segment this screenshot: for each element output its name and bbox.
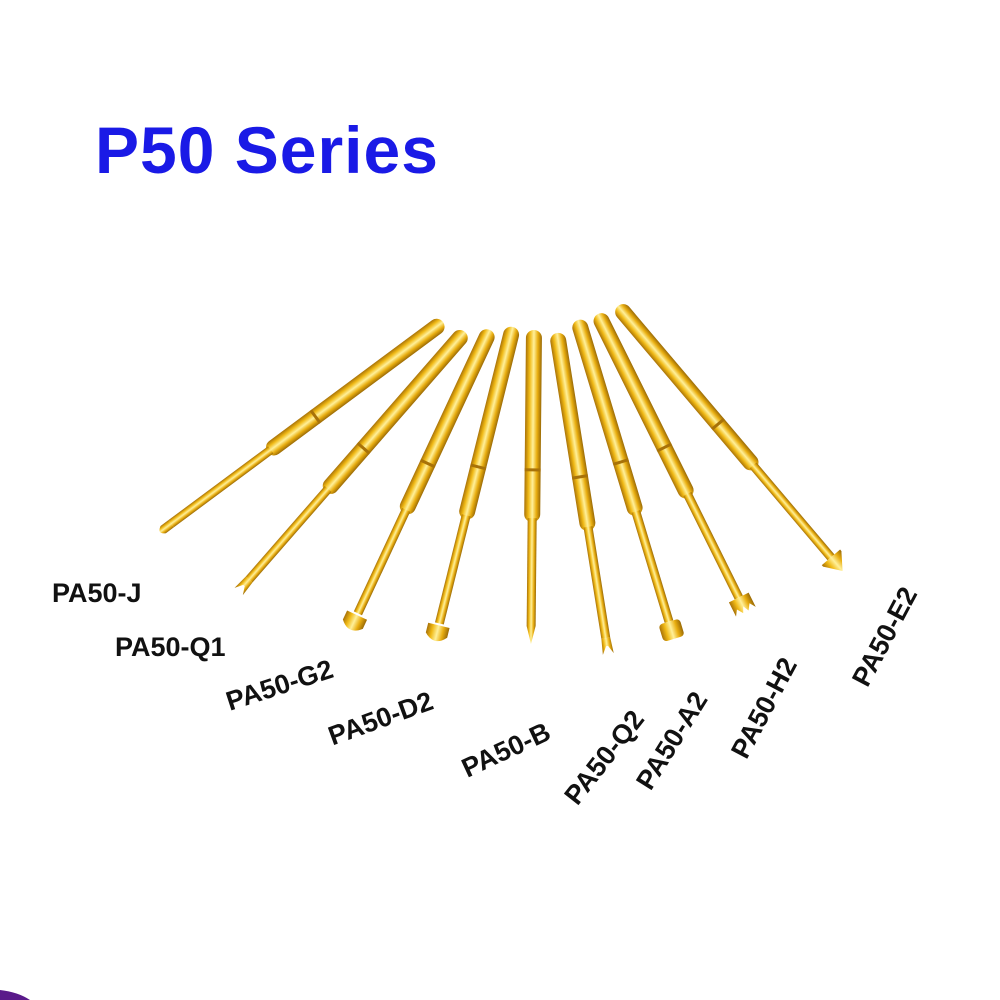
probe-pin	[572, 319, 684, 642]
pin-barrel	[524, 329, 542, 523]
pin-groove	[710, 417, 726, 431]
pin-plunger	[583, 526, 611, 639]
probe-pin	[425, 326, 520, 642]
pin-groove	[356, 441, 371, 455]
pin-tip	[659, 619, 684, 642]
pin-plunger	[435, 514, 471, 625]
probe-label: PA50-J	[52, 578, 142, 608]
probe-pin	[524, 329, 542, 645]
pin-groove	[419, 458, 436, 469]
probe-pin	[615, 304, 843, 572]
probe-pin	[550, 332, 614, 655]
probe-pin	[342, 329, 495, 631]
pin-plunger	[353, 507, 411, 616]
pin-plunger	[631, 510, 674, 623]
pin-barrel	[399, 329, 495, 515]
pin-groove	[656, 442, 673, 453]
pin-groove	[470, 463, 487, 471]
pin-groove	[571, 474, 589, 480]
pin-barrel	[572, 319, 643, 516]
probe-pin	[159, 318, 445, 534]
pin-plunger	[749, 462, 835, 561]
pin-barrel	[265, 318, 445, 456]
pin-groove	[309, 409, 322, 424]
pin-barrel	[322, 330, 468, 494]
pin-plunger	[168, 446, 274, 528]
pin-plunger	[245, 485, 332, 583]
pin-barrel	[550, 332, 596, 531]
pin-tip	[342, 610, 368, 631]
pin-barrel	[459, 326, 520, 520]
pin-plunger	[683, 491, 743, 600]
probe-label: PA50-Q1	[115, 632, 226, 662]
pin-groove	[612, 458, 629, 466]
pin-plunger	[526, 518, 537, 627]
pin-barrel	[593, 313, 694, 499]
pin-tip	[526, 625, 536, 645]
pin-tip	[601, 637, 614, 655]
corner-decoration	[0, 990, 30, 1000]
probe-pin	[593, 313, 756, 617]
pin-groove	[524, 468, 541, 472]
page-title: P50 Series	[95, 113, 439, 187]
pin-tip	[821, 549, 843, 572]
pin-tip	[234, 576, 253, 596]
pin-tip	[425, 622, 450, 642]
pin-tip	[728, 592, 756, 617]
probe-pin	[234, 330, 468, 596]
pin-barrel	[615, 304, 759, 471]
pin-tip	[159, 520, 174, 534]
